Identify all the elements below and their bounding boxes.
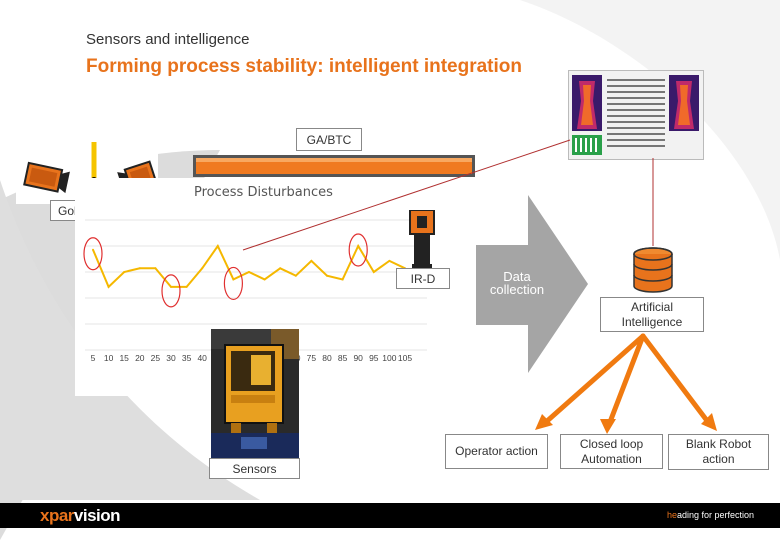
chart-point bbox=[201, 267, 204, 270]
slide-title: Forming process stability: intelligent i… bbox=[86, 56, 522, 77]
database-icon bbox=[633, 247, 673, 293]
chart-point bbox=[107, 285, 110, 288]
monitor-screenshot bbox=[568, 70, 704, 160]
thermal-image-graphic bbox=[569, 71, 703, 159]
chart-title: Process Disturbances bbox=[194, 185, 333, 200]
chart-point bbox=[248, 271, 250, 273]
chart-point bbox=[310, 259, 313, 262]
chart-point bbox=[123, 271, 126, 273]
blank-robot-action-box: Blank Robot action bbox=[668, 434, 769, 470]
chart-point bbox=[263, 278, 266, 281]
chart-point bbox=[92, 248, 94, 251]
ga-btc-bar bbox=[193, 155, 475, 177]
chart-point bbox=[232, 278, 235, 281]
operator-action-box: Operator action bbox=[445, 434, 548, 469]
chart-x-tick-label: 40 bbox=[197, 353, 207, 363]
ga-btc-label: GA/BTC bbox=[296, 128, 362, 151]
slide-subtitle: Sensors and intelligence bbox=[86, 31, 250, 48]
process-disturbances-chart: 5101520253035404550556065707580859095100… bbox=[83, 219, 427, 363]
chart-point bbox=[138, 267, 141, 270]
chart-highlight-circle bbox=[223, 266, 243, 301]
chart-x-tick-label: 75 bbox=[307, 353, 317, 363]
chart-x-tick-label: 35 bbox=[182, 353, 192, 363]
chart-x-tick-label: 20 bbox=[135, 353, 145, 363]
chart-x-tick-label: 25 bbox=[151, 353, 161, 363]
chart-point bbox=[326, 274, 328, 277]
chart-x-tick-label: 10 bbox=[104, 353, 114, 363]
closed-loop-automation-box: Closed loop Automation bbox=[560, 434, 663, 469]
footer-tagline: heading for perfection bbox=[667, 510, 754, 520]
chart-point bbox=[170, 285, 172, 288]
chart-x-tick-label: 15 bbox=[119, 353, 129, 363]
logo-prefix: xpar bbox=[40, 506, 74, 525]
chart-x-tick-label: 90 bbox=[353, 353, 363, 363]
chart-x-tick-label: 105 bbox=[398, 353, 412, 363]
artificial-intelligence-box: Artificial Intelligence bbox=[600, 297, 704, 332]
chart-x-tick-label: 85 bbox=[338, 353, 348, 363]
chart-point bbox=[372, 271, 375, 273]
sensors-photo bbox=[211, 329, 299, 458]
chart-point bbox=[388, 259, 391, 262]
chart-x-tick-label: 5 bbox=[91, 353, 96, 363]
chart-x-tick-label: 95 bbox=[369, 353, 379, 363]
xparvision-logo: xparvision bbox=[40, 506, 121, 526]
chart-highlight-circle bbox=[348, 233, 368, 267]
chart-point bbox=[185, 285, 188, 288]
chart-point bbox=[294, 274, 297, 277]
chart-point bbox=[216, 245, 219, 247]
logo-suffix: vision bbox=[73, 506, 121, 525]
chart-point bbox=[154, 267, 157, 270]
chart-highlight-circle bbox=[83, 237, 103, 271]
chart-x-tick-label: 80 bbox=[322, 353, 332, 363]
tagline-prefix: he bbox=[667, 510, 678, 520]
data-collection-label: Data collection bbox=[489, 269, 545, 297]
sensor-machine-graphic bbox=[211, 329, 299, 458]
sensors-label: Sensors bbox=[209, 458, 300, 479]
chart-point bbox=[357, 245, 360, 247]
chart-point bbox=[279, 267, 282, 270]
chart-highlight-circle bbox=[161, 274, 181, 308]
footer-bar bbox=[0, 503, 780, 528]
tagline-suffix: ading for perfection bbox=[677, 510, 755, 520]
data-collection-arrow bbox=[476, 195, 588, 373]
chart-point bbox=[341, 278, 344, 281]
chart-x-tick-label: 30 bbox=[166, 353, 176, 363]
ir-d-label: IR-D bbox=[396, 268, 450, 289]
ir-d-device bbox=[409, 210, 435, 269]
chart-x-tick-label: 100 bbox=[382, 353, 396, 363]
